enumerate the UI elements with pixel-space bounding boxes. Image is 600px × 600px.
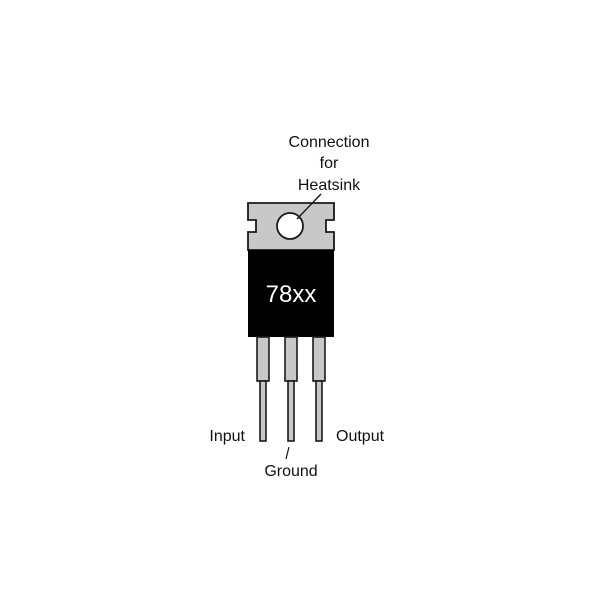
heatsink-label-line-1: Connection xyxy=(289,134,370,151)
pin-label-output: Output xyxy=(336,428,385,445)
part-label: 78xx xyxy=(266,281,317,308)
heatsink-label-line-2: for xyxy=(320,155,339,172)
ground-lead xyxy=(284,336,298,442)
pin-label-ground: Ground xyxy=(264,463,317,480)
ground-callout-line xyxy=(285,446,290,460)
heatsink-label-line-3: Heatsink xyxy=(298,177,361,194)
package-body xyxy=(248,250,334,337)
input-lead xyxy=(256,336,270,442)
mounting-hole xyxy=(276,212,304,240)
output-lead xyxy=(312,336,326,442)
pin-label-input: Input xyxy=(209,428,245,445)
heatsink-callout-line xyxy=(296,193,322,220)
